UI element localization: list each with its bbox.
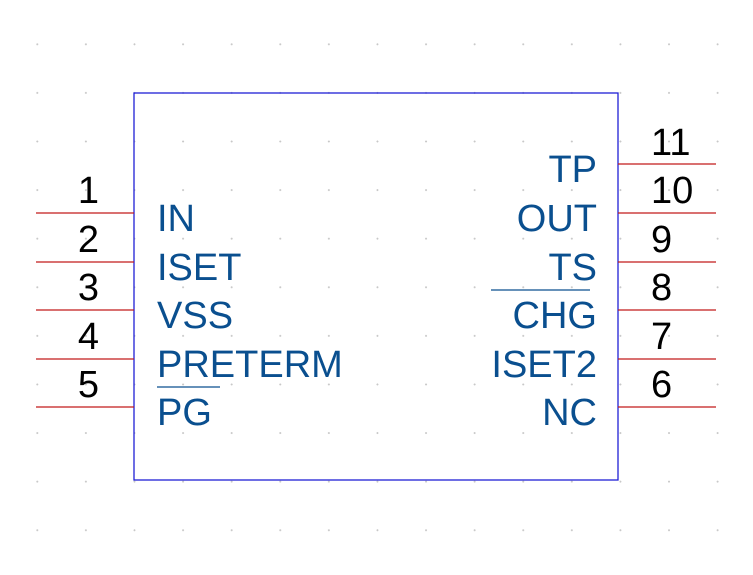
pin-name: TP bbox=[548, 149, 597, 191]
pin-2[interactable]: 2 ISET bbox=[36, 219, 241, 289]
pin-11[interactable]: 11 TP bbox=[548, 122, 716, 191]
pin-name: CHG bbox=[513, 295, 597, 337]
pin-4[interactable]: 4 PRETERM bbox=[36, 316, 343, 386]
pin-number: 4 bbox=[78, 316, 99, 358]
pin-10[interactable]: 10 OUT bbox=[517, 170, 716, 240]
pin-number: 1 bbox=[78, 170, 99, 212]
pin-5[interactable]: 5 PG bbox=[36, 364, 220, 434]
pin-8[interactable]: 8 CHG bbox=[491, 267, 716, 337]
pin-number: 6 bbox=[651, 364, 672, 406]
pin-3[interactable]: 3 VSS bbox=[36, 267, 233, 337]
pin-7[interactable]: 7 ISET2 bbox=[491, 316, 716, 386]
pin-name: OUT bbox=[517, 198, 597, 240]
component-body bbox=[133, 92, 619, 481]
pin-number: 5 bbox=[78, 364, 99, 406]
pin-name: ISET2 bbox=[491, 344, 597, 386]
pin-number: 10 bbox=[651, 170, 693, 212]
pin-1[interactable]: 1 IN bbox=[36, 170, 195, 240]
pin-number: 9 bbox=[651, 219, 672, 261]
pin-6[interactable]: 6 NC bbox=[542, 364, 716, 434]
pin-name: IN bbox=[157, 198, 195, 240]
pin-name: ISET bbox=[157, 247, 241, 289]
pin-number: 11 bbox=[651, 122, 690, 164]
pin-number: 2 bbox=[78, 219, 99, 261]
pin-name: NC bbox=[542, 392, 597, 434]
pin-number: 8 bbox=[651, 267, 672, 309]
pin-name: TS bbox=[548, 247, 597, 289]
pin-number: 3 bbox=[78, 267, 99, 309]
pin-number: 7 bbox=[651, 316, 672, 358]
pin-9[interactable]: 9 TS bbox=[548, 219, 716, 289]
pin-name: PG bbox=[157, 392, 212, 434]
pin-name: PRETERM bbox=[157, 344, 343, 386]
pin-name: VSS bbox=[157, 295, 233, 337]
